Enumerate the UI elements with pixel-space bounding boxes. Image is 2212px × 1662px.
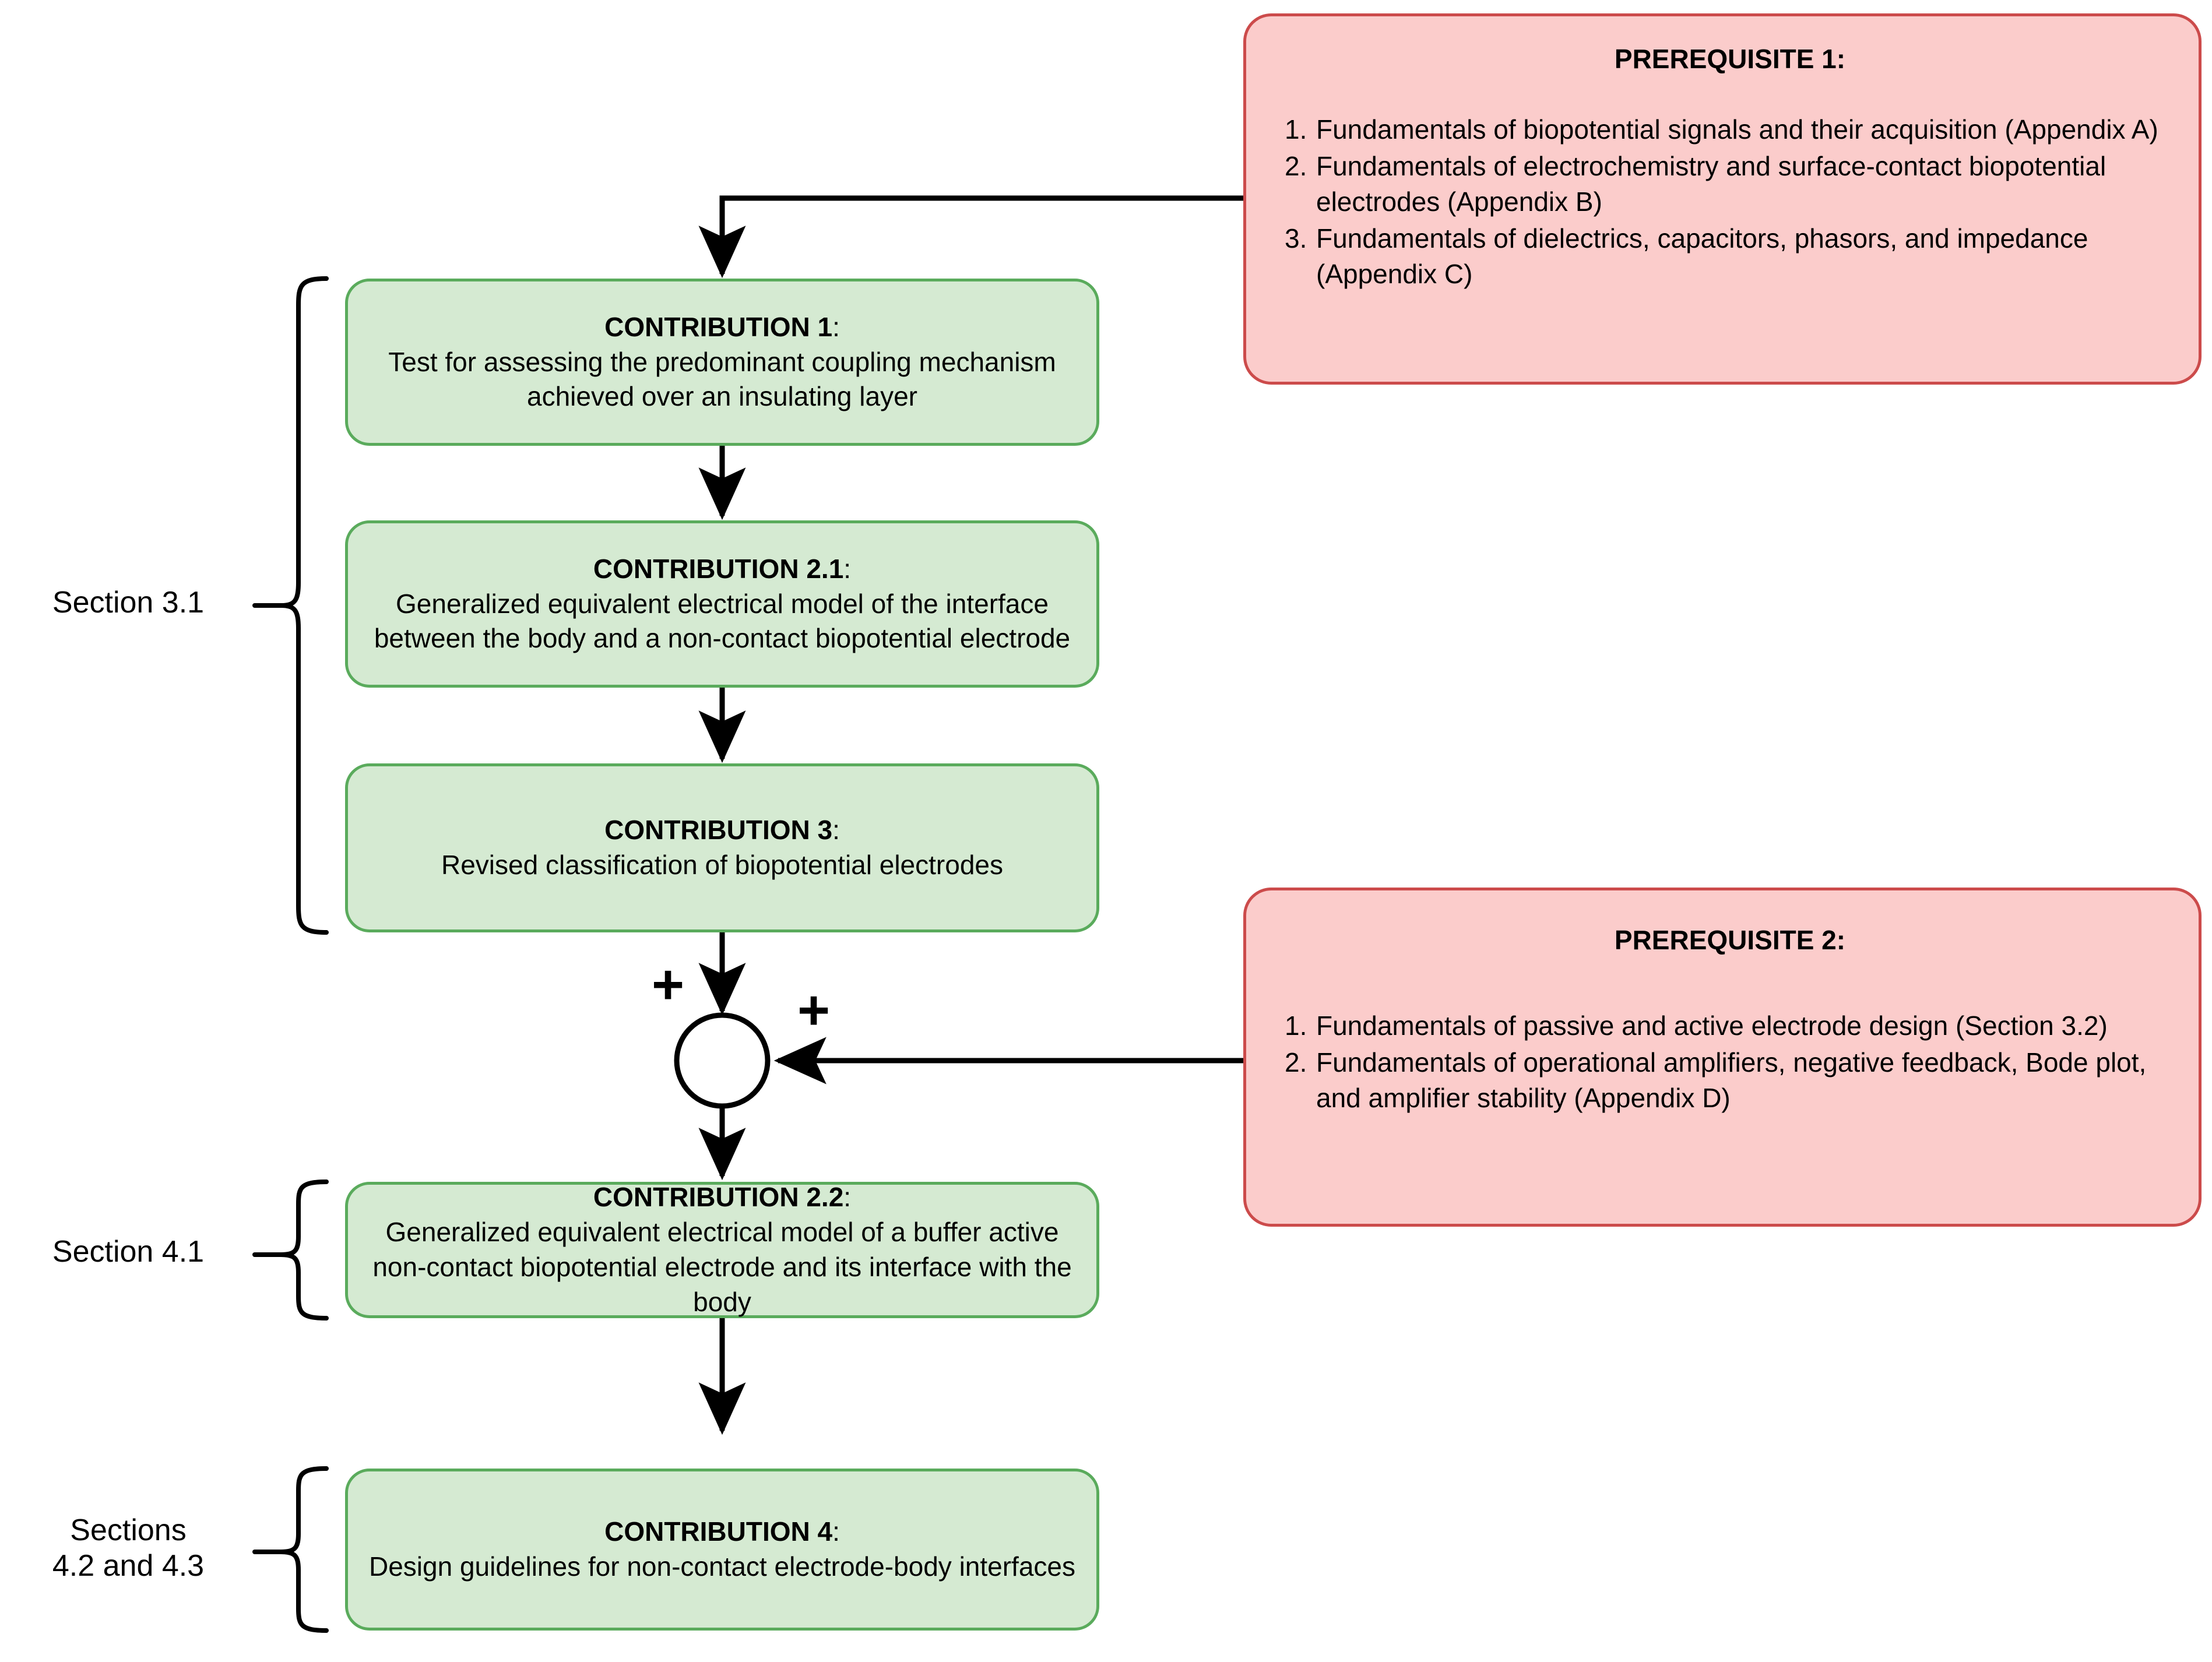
- prerequisite-1-item-1: 1. Fundamentals of biopotential signals …: [1285, 112, 2175, 147]
- contribution-2-1-node[interactable]: CONTRIBUTION 2.1: Generalized equivalent…: [345, 520, 1099, 688]
- prerequisite-1-title: PREREQUISITE 1:: [1614, 44, 1846, 74]
- prerequisite-1-item-1-text: Fundamentals of biopotential signals and…: [1316, 114, 2158, 145]
- prerequisite-1-node[interactable]: PREREQUISITE 1: 1. Fundamentals of biopo…: [1243, 13, 2202, 385]
- contribution-2-2-node[interactable]: CONTRIBUTION 2.2: Generalized equivalent…: [345, 1182, 1099, 1318]
- contribution-2-2-title-text: CONTRIBUTION 2.2: [593, 1182, 844, 1213]
- contribution-2-2-title: CONTRIBUTION 2.2:: [593, 1180, 851, 1215]
- prerequisite-1-item-3-number: 3.: [1285, 223, 1307, 254]
- prerequisite-2-item-1-text: Fundamentals of passive and active elect…: [1316, 1010, 2108, 1041]
- section-label-4-1: Section 4.1: [52, 1235, 205, 1269]
- prerequisite-1-item-2-number: 2.: [1285, 150, 1307, 181]
- contribution-2-1-title: CONTRIBUTION 2.1:: [593, 552, 851, 587]
- prerequisite-2-node[interactable]: PREREQUISITE 2: 1. Fundamentals of passi…: [1243, 888, 2202, 1227]
- contribution-1-body: Test for assessing the predominant coupl…: [388, 346, 1056, 412]
- contribution-3-title-text: CONTRIBUTION 3: [604, 815, 833, 846]
- summing-junction-circle: [674, 1012, 771, 1109]
- contribution-4-title-colon: :: [832, 1516, 840, 1547]
- contribution-3-node[interactable]: CONTRIBUTION 3: Revised classification o…: [345, 763, 1099, 932]
- section-label-3-1: Section 3.1: [52, 586, 205, 619]
- contribution-2-1-title-text: CONTRIBUTION 2.1: [593, 553, 844, 584]
- prerequisite-2-item-2: 2. Fundamentals of operational amplifier…: [1285, 1045, 2175, 1116]
- prerequisite-2-item-2-number: 2.: [1285, 1047, 1307, 1078]
- prerequisite-1-item-2: 2. Fundamentals of electrochemistry and …: [1285, 149, 2175, 220]
- contribution-3-title: CONTRIBUTION 3:: [604, 813, 840, 848]
- contribution-3-body: Revised classification of biopotential e…: [441, 850, 1003, 880]
- prerequisite-1-item-3-text: Fundamentals of dielectrics, capacitors,…: [1316, 223, 2088, 290]
- contribution-1-title-colon: :: [832, 311, 840, 342]
- section-label-4-2-4-3: Sections 4.2 and 4.3: [52, 1513, 205, 1583]
- prerequisite-1-item-3: 3. Fundamentals of dielectrics, capacito…: [1285, 221, 2175, 292]
- contribution-1-title-text: CONTRIBUTION 1: [604, 311, 833, 342]
- contribution-1-title: CONTRIBUTION 1:: [604, 310, 840, 345]
- prerequisite-2-item-1-number: 1.: [1285, 1010, 1307, 1041]
- prerequisite-1-item-1-number: 1.: [1285, 114, 1307, 145]
- contribution-2-2-body: Generalized equivalent electrical model …: [372, 1217, 1072, 1317]
- prerequisite-1-item-2-text: Fundamentals of electrochemistry and sur…: [1316, 150, 2107, 217]
- plus-sign-top: +: [652, 953, 685, 1016]
- contribution-4-title-text: CONTRIBUTION 4: [604, 1516, 833, 1547]
- brace-sections-4-2-4-3: [280, 1466, 329, 1633]
- contribution-2-2-title-colon: :: [843, 1182, 852, 1213]
- prerequisite-1-list: 1. Fundamentals of biopotential signals …: [1285, 112, 2175, 294]
- contribution-1-node[interactable]: CONTRIBUTION 1: Test for assessing the p…: [345, 279, 1099, 446]
- prerequisite-2-title: PREREQUISITE 2:: [1614, 925, 1846, 955]
- contribution-2-1-title-colon: :: [843, 553, 852, 584]
- edge-prereq1-to-contrib1: [698, 195, 1243, 279]
- prerequisite-2-item-2-text: Fundamentals of operational amplifiers, …: [1316, 1047, 2147, 1114]
- contribution-4-body: Design guidelines for non-contact electr…: [368, 1551, 1076, 1582]
- contribution-3-title-colon: :: [832, 815, 840, 846]
- brace-section-3-1: [280, 276, 329, 935]
- plus-sign-right: +: [797, 979, 831, 1041]
- contribution-4-title: CONTRIBUTION 4:: [604, 1515, 840, 1550]
- contribution-4-node[interactable]: CONTRIBUTION 4: Design guidelines for no…: [345, 1469, 1099, 1631]
- prerequisite-2-list: 1. Fundamentals of passive and active el…: [1285, 1008, 2175, 1118]
- prerequisite-2-item-1: 1. Fundamentals of passive and active el…: [1285, 1008, 2175, 1044]
- contribution-2-1-body: Generalized equivalent electrical model …: [374, 588, 1071, 654]
- brace-section-4-1: [280, 1179, 329, 1321]
